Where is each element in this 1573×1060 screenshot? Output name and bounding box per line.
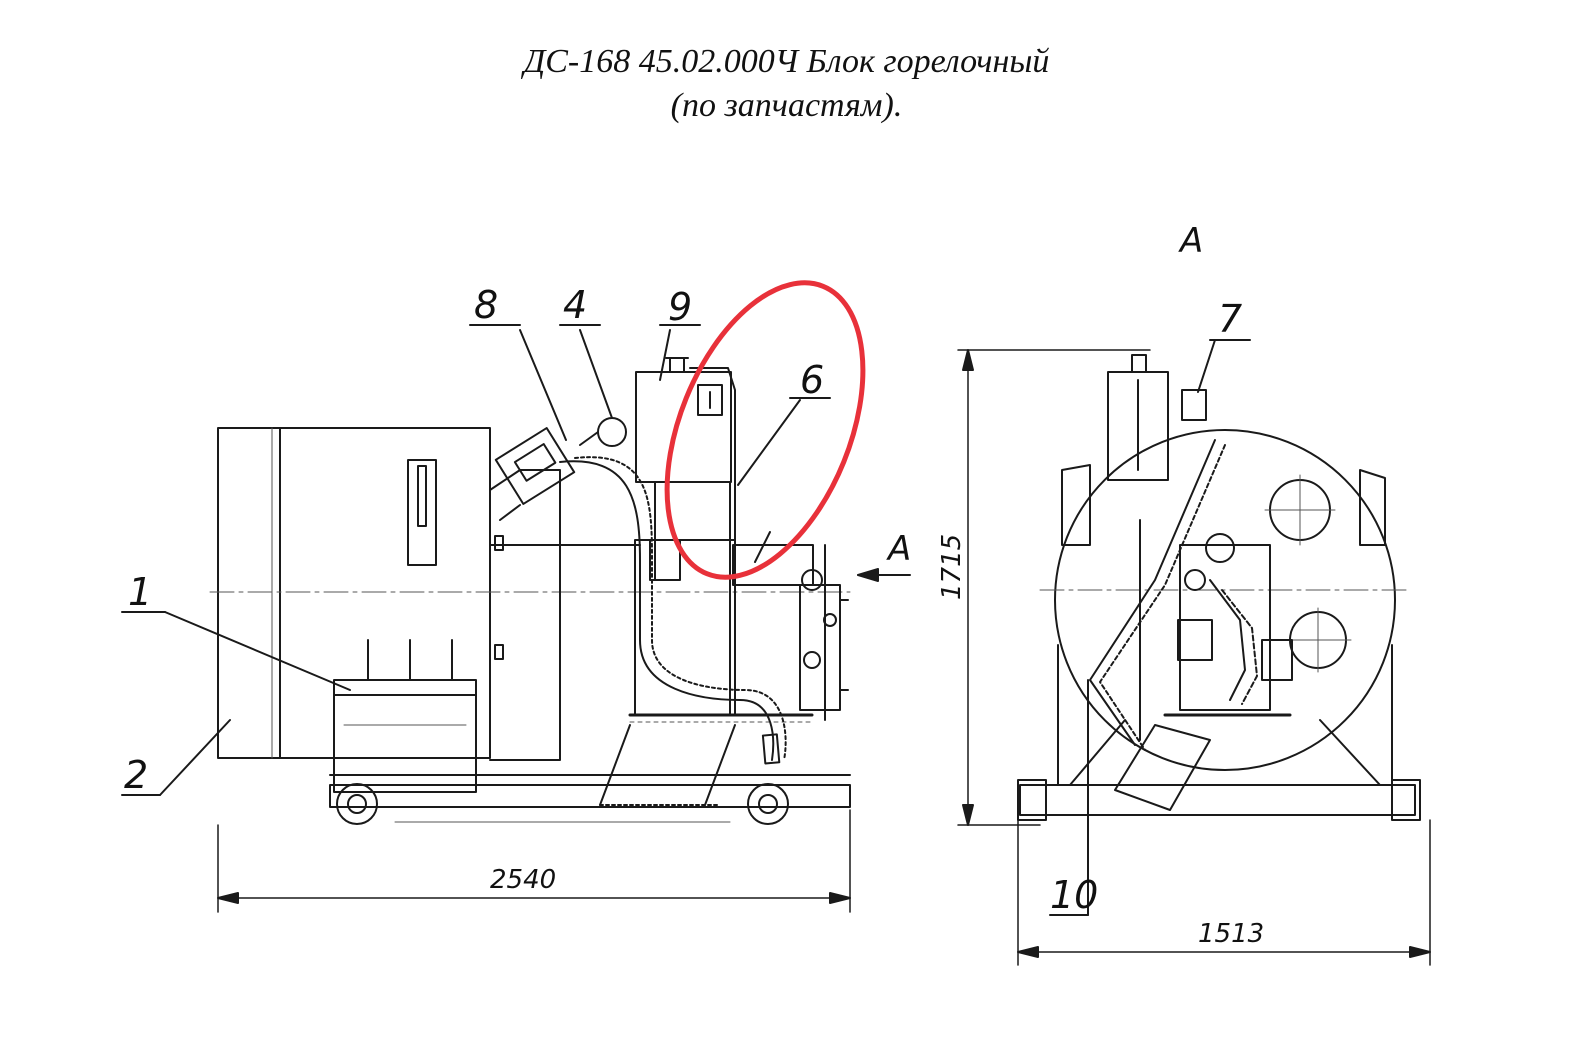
drum-end <box>1054 429 1396 771</box>
base-frame-end <box>1019 784 1416 816</box>
dim-width: 1513 <box>1198 919 1264 949</box>
fuel-tank <box>635 371 732 483</box>
duct <box>1114 724 1211 811</box>
callout-2: 2 <box>124 753 148 797</box>
burner-end <box>1179 544 1271 711</box>
view-arrow-label: А <box>886 529 911 569</box>
end-view <box>957 339 1431 966</box>
burner-cone <box>489 469 561 761</box>
fuel-line-end <box>1089 439 1216 746</box>
view-header: А <box>1178 221 1203 261</box>
callout-9: 9 <box>668 285 692 329</box>
wheel-front <box>336 783 378 825</box>
pressure-gauge <box>597 417 627 447</box>
callout-8: 8 <box>474 283 498 327</box>
drum-body <box>217 427 491 759</box>
callout-6: 6 <box>800 358 824 402</box>
gauge-end <box>1181 389 1207 421</box>
drawing-title: ДС-168 45.02.000Ч Блок горелочный (по за… <box>0 40 1573 128</box>
drawing-title-line-2: (по запчастям). <box>670 87 903 124</box>
dim-length: 2540 <box>490 865 556 895</box>
side-view <box>121 324 911 913</box>
drawing-title-line-1: ДС-168 45.02.000Ч Блок горелочный <box>523 43 1050 80</box>
burner-head <box>494 427 576 505</box>
sight-window <box>407 459 437 566</box>
hopper <box>333 679 477 793</box>
callout-10: 10 <box>1050 873 1098 917</box>
fuel-hose <box>559 460 775 761</box>
wheel-rear <box>747 783 789 825</box>
highlight-ellipse <box>664 280 866 580</box>
fuel-column <box>689 367 736 541</box>
callout-7: 7 <box>1218 297 1242 341</box>
callout-1: 1 <box>128 570 152 614</box>
callout-4: 4 <box>563 283 587 327</box>
dim-height: 1715 <box>937 534 967 600</box>
control-panel <box>799 584 841 711</box>
frame <box>329 784 851 808</box>
